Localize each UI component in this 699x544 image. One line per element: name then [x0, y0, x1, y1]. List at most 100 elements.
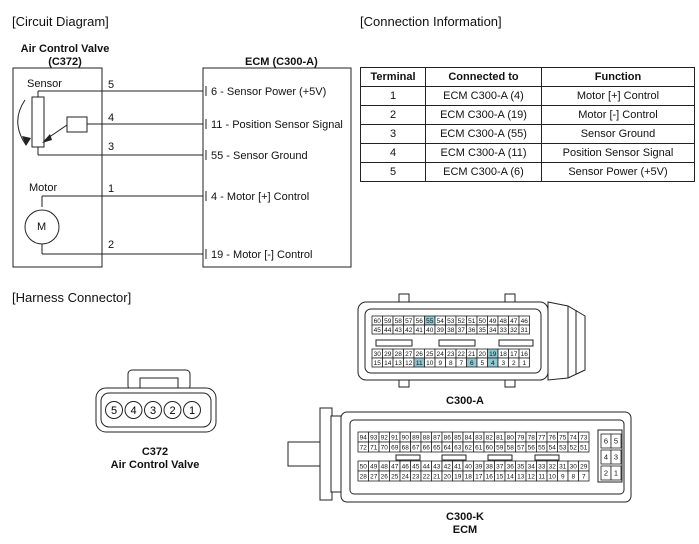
c300k-pin: 17 [473, 470, 485, 482]
c300a-pin: 31 [518, 324, 530, 335]
c300a-pin: 28 [392, 348, 404, 359]
svg-text:82: 82 [486, 434, 494, 441]
c300k-pin: 50 [357, 460, 369, 472]
svg-text:15: 15 [496, 473, 504, 480]
svg-text:83: 83 [475, 434, 483, 441]
c300k-pin: 80 [504, 431, 516, 443]
svg-text:3: 3 [501, 360, 505, 367]
c300a-pin: 49 [487, 315, 499, 326]
svg-text:1: 1 [189, 405, 195, 417]
c300k-pin: 23 [410, 470, 422, 482]
svg-text:35: 35 [517, 463, 525, 470]
svg-text:58: 58 [507, 444, 515, 451]
svg-text:45: 45 [374, 327, 382, 334]
svg-text:36: 36 [507, 463, 515, 470]
connection-info-title: [Connection Information] [360, 14, 502, 29]
svg-text:39: 39 [475, 463, 483, 470]
c300k-pin: 83 [473, 431, 485, 443]
c300a-pin: 9 [434, 357, 446, 368]
svg-text:65: 65 [433, 444, 441, 451]
c372-name-label: Air Control Valve [110, 459, 200, 471]
c300a-pin: 59 [382, 315, 394, 326]
ecm-pin-motor-minus: 19 - Motor [-] Control [211, 249, 313, 261]
svg-text:44: 44 [384, 327, 392, 334]
c300a-pin: 3 [497, 357, 509, 368]
c300k-pin: 56 [525, 441, 537, 453]
c300k-pin: 20 [441, 470, 453, 482]
c300k-pin: 84 [462, 431, 474, 443]
c300k-pin: 92 [378, 431, 390, 443]
c300k-pin: 11 [536, 470, 548, 482]
svg-text:3: 3 [614, 453, 618, 462]
c300k-pin: 30 [567, 460, 579, 472]
svg-text:40: 40 [465, 463, 473, 470]
svg-text:6: 6 [604, 437, 608, 446]
svg-text:34: 34 [489, 327, 497, 334]
c300k-pin: 90 [399, 431, 411, 443]
c300a-pin: 18 [497, 348, 509, 359]
svg-text:46: 46 [402, 463, 410, 470]
svg-text:68: 68 [402, 444, 410, 451]
svg-text:34: 34 [528, 463, 536, 470]
c372-pin: 5 [105, 401, 123, 419]
c300k-code-label: C300-K [446, 511, 484, 523]
component-box [12, 67, 103, 268]
c300k-pin: 16 [483, 470, 495, 482]
c300k-pin: 77 [536, 431, 548, 443]
c300k-pin: 68 [399, 441, 411, 453]
sensor-arrowhead [22, 136, 31, 146]
svg-text:19: 19 [454, 473, 462, 480]
c300k-pin: 59 [494, 441, 506, 453]
svg-text:26: 26 [381, 473, 389, 480]
c300k-pin: 89 [410, 431, 422, 443]
svg-text:4: 4 [604, 453, 608, 462]
svg-text:30: 30 [570, 463, 578, 470]
c300a-pin: 51 [466, 315, 478, 326]
c300k-pin: 66 [420, 441, 432, 453]
c372-pin: 4 [124, 401, 143, 419]
svg-text:38: 38 [486, 463, 494, 470]
c300k-pin: 74 [567, 431, 579, 443]
c300k-pin: 60 [483, 441, 495, 453]
svg-text:12: 12 [405, 360, 413, 367]
c300k-pin: 36 [504, 460, 516, 472]
c300k-pin: 79 [515, 431, 527, 443]
c300a-pin: 8 [445, 357, 457, 368]
svg-text:5: 5 [111, 405, 117, 417]
c300k-pin: 41 [452, 460, 464, 472]
svg-text:78: 78 [528, 434, 536, 441]
svg-text:61: 61 [475, 444, 483, 451]
svg-text:23: 23 [447, 351, 455, 358]
c300k-pin: 65 [431, 441, 443, 453]
c300a-pin: 57 [403, 315, 415, 326]
c300k-pin: 57 [515, 441, 527, 453]
ecm-pin-motor-plus: 4 - Motor [+] Control [211, 191, 310, 203]
svg-text:1: 1 [522, 360, 526, 367]
c300a-pin: 45 [371, 324, 383, 335]
svg-text:1: 1 [614, 469, 618, 478]
c300k-side-pin: 5 [610, 433, 622, 449]
cell-function: Motor [-] Control [541, 105, 695, 125]
motor-symbol: M [37, 221, 47, 233]
c300k-pin: 61 [473, 441, 485, 453]
svg-text:81: 81 [496, 434, 504, 441]
svg-text:48: 48 [381, 463, 389, 470]
c300k-pin: 39 [473, 460, 485, 472]
svg-text:39: 39 [437, 327, 445, 334]
svg-text:49: 49 [489, 318, 497, 325]
c300a-pin: 58 [392, 315, 404, 326]
c300a-pin: 7 [455, 357, 467, 368]
c300a-pin: 40 [424, 324, 436, 335]
c300k-pin: 91 [389, 431, 401, 443]
svg-text:42: 42 [444, 463, 452, 470]
c300k-pin: 34 [525, 460, 537, 472]
svg-text:51: 51 [468, 318, 476, 325]
c300k-pin: 64 [441, 441, 453, 453]
c300k-pin: 71 [368, 441, 380, 453]
svg-text:27: 27 [370, 473, 378, 480]
svg-text:32: 32 [549, 463, 557, 470]
